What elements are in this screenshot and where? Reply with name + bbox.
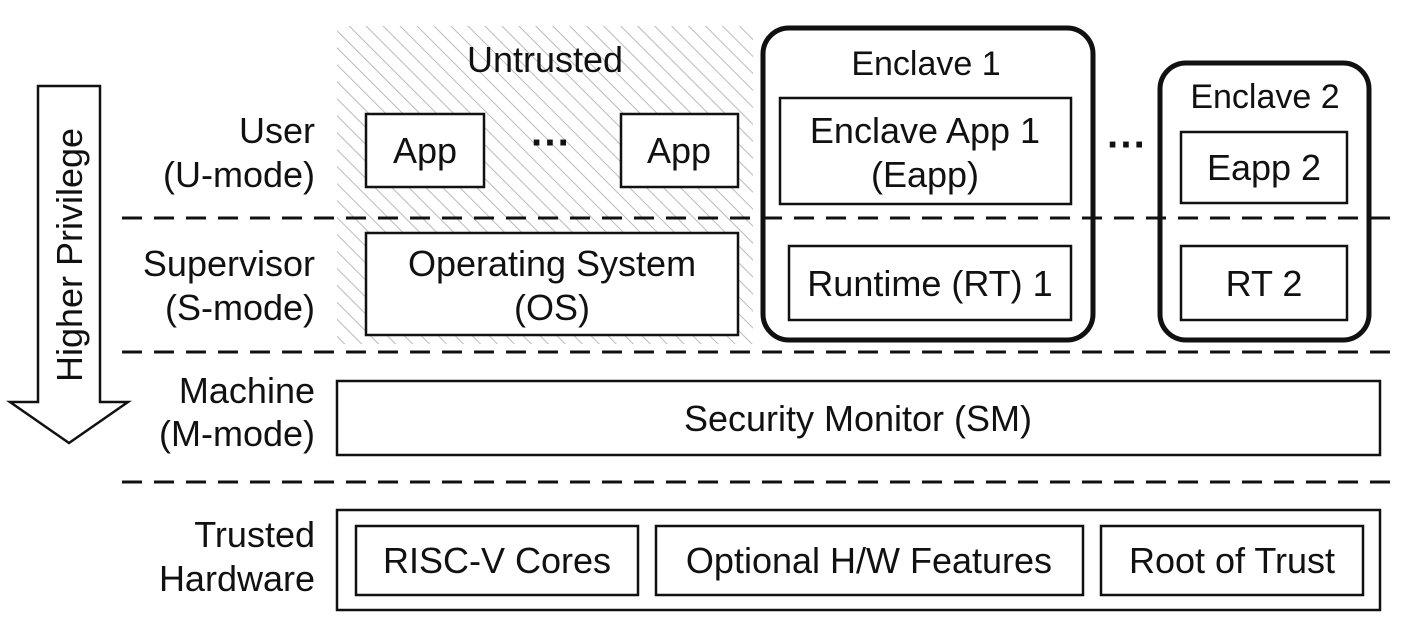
level-label-supervisor: Supervisor (S-mode) [143,243,315,328]
level-supervisor-name: Supervisor [143,243,315,284]
enclave-app-1-box [778,96,1073,206]
eapp-2-box [1179,130,1349,205]
hardware-item-risc-v-cores: RISC-V Cores [383,540,611,581]
app-left-label: App [393,130,457,171]
os-label-line1: Operating System [408,243,696,284]
level-label-user: User (U-mode) [163,110,315,195]
down-arrow-icon [6,84,132,445]
level-machine-mode: (M-mode) [159,413,315,454]
arrow-label: Higher Privilege [49,128,90,382]
security-monitor-box [335,379,1382,457]
enclave-1-container [760,25,1096,343]
level-user-mode: (U-mode) [163,154,315,195]
runtime-2-box [1179,244,1349,322]
security-monitor-label: Security Monitor (SM) [684,398,1032,439]
hardware-item-optional-features-box [654,524,1085,597]
hardware-item-root-of-trust-box [1099,524,1365,597]
operating-system-box [364,231,740,337]
level-hardware-type: Hardware [159,558,315,599]
higher-privilege-arrow: Higher Privilege [6,84,132,445]
app-box-right [619,112,740,189]
level-hardware-name: Trusted [194,514,315,555]
level-user-name: User [239,110,315,151]
app-right-label: App [647,130,711,171]
app-box-left [364,112,486,189]
apps-ellipsis: ··· [531,121,571,165]
os-label-line2: (OS) [514,287,590,328]
runtime-2-label: RT 2 [1226,263,1303,304]
level-label-hardware: Trusted Hardware [159,514,315,599]
hardware-item-optional-features: Optional H/W Features [686,540,1052,581]
enclave-2-container [1157,60,1372,343]
level-supervisor-mode: (S-mode) [165,287,315,328]
eapp-2-label: Eapp 2 [1207,147,1321,188]
enclave-app-1-line2: (Eapp) [871,154,979,195]
level-label-machine: Machine (M-mode) [159,370,315,454]
hardware-item-risc-v-cores-box [354,524,640,597]
enclave-1-title: Enclave 1 [851,45,1000,83]
runtime-1-label: Runtime (RT) 1 [807,263,1052,304]
enclave-app-1-line1: Enclave App 1 [810,110,1040,151]
untrusted-title: Untrusted [467,39,623,80]
runtime-1-box [787,244,1073,322]
hardware-item-root-of-trust: Root of Trust [1129,540,1335,581]
enclave-2-title: Enclave 2 [1190,78,1339,116]
enclaves-ellipsis: ··· [1107,123,1147,167]
level-machine-name: Machine [179,370,315,411]
